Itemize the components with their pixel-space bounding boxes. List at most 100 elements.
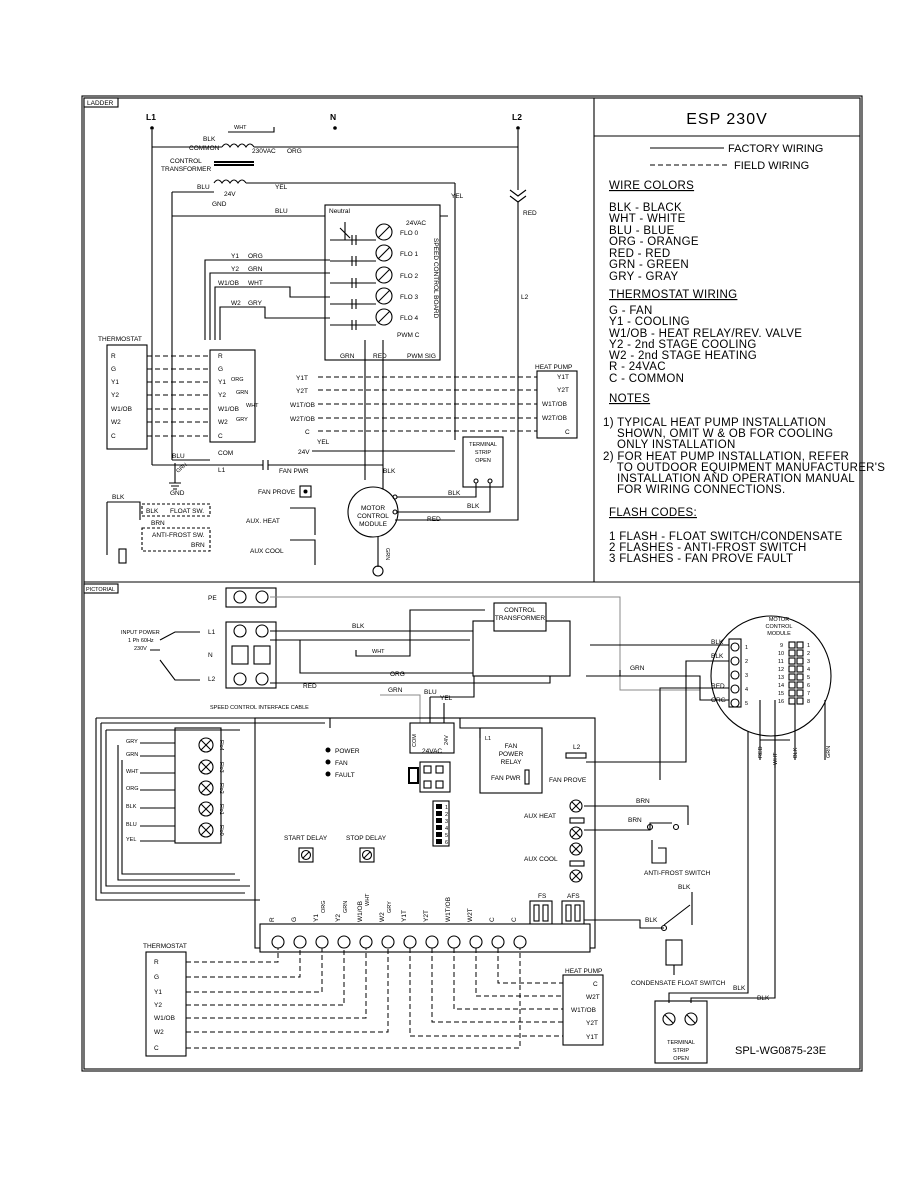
wire-color-item: GRN - GREEN	[609, 259, 689, 271]
af-brn-2: BRN	[628, 817, 642, 824]
pic-flo-block	[174, 727, 222, 844]
lt-c: C	[111, 433, 116, 440]
pic-com: COM	[412, 734, 418, 747]
wht-wire	[228, 127, 275, 133]
pic-condensate: CONDENSATE FLOAT SWITCH	[631, 980, 726, 987]
ladder-aux-cool: AUX COOL	[250, 548, 284, 555]
terminal-strip-wires	[668, 700, 776, 1003]
dip-1: 1	[445, 805, 448, 811]
xfmr-230vac: 230VAC	[252, 148, 276, 155]
xfmr-primary	[221, 143, 255, 148]
ft-yel: YEL	[317, 439, 330, 446]
com-blu: BLU	[172, 453, 185, 460]
note-line: 2) FOR HEAT PUMP INSTALLATION, REFER	[603, 451, 849, 463]
led-power: POWER	[335, 748, 360, 755]
pic-heat-pump-terms: C W2T W1T/OB Y2T Y1T	[571, 981, 600, 1041]
notes-list: 1) TYPICAL HEAT PUMP INSTALLATION SHOWN,…	[603, 417, 885, 496]
pmm-label-2: CONTROL	[766, 624, 793, 630]
pt-y2t: Y2T	[423, 910, 430, 922]
sw-grn: GRN	[343, 901, 349, 913]
sw-wht: WHT	[365, 893, 371, 906]
grn-wire-pic	[380, 694, 421, 723]
pic-thermostat-title: THERMOSTAT	[143, 943, 187, 950]
pic-thermostat-terms: R G Y1 Y2 W1/OB W2 C	[154, 959, 175, 1052]
pmm-label-3: MODULE	[767, 631, 791, 637]
wire-y1-org: ORG	[248, 253, 263, 260]
mw-blk-2: BLK	[711, 653, 724, 660]
xfmr-24v: 24V	[224, 191, 236, 198]
pic-24vac: 24VAC	[422, 748, 442, 755]
ptt-y1: Y1	[154, 989, 162, 996]
hp-w2t: W2T/OB	[542, 415, 567, 422]
motor-red: RED	[427, 516, 441, 523]
field-terminals: Y1T Y2T W1T/OB W2T/OB C 24V	[290, 375, 315, 456]
ladder-anti-frost: ANTI-FROST SW.	[152, 532, 205, 539]
ladder-motor-module	[347, 486, 399, 538]
bt-c: C	[218, 433, 223, 440]
pt-w2t: W2T	[467, 908, 474, 922]
xfmr-blk: BLK	[203, 136, 216, 143]
c14: 14	[778, 683, 784, 689]
strip-wire-colors: ORG GRN WHT GRY	[321, 893, 393, 913]
hp-field-wires	[318, 376, 537, 432]
wire-color-item: WHT - WHITE	[609, 213, 686, 225]
ptt-g: G	[154, 974, 159, 981]
ts-label-3: OPEN	[475, 458, 491, 464]
pt-g: G	[291, 917, 298, 922]
l2-connector	[509, 189, 527, 203]
pic-grn: GRN	[388, 687, 403, 694]
flash-codes-heading: FLASH CODES:	[609, 507, 697, 519]
php-y2t: Y2T	[586, 1020, 598, 1027]
board-pwm-sig: PWM SIG	[407, 353, 436, 360]
motor-ground	[372, 565, 384, 577]
wire-color-item: RED - RED	[609, 248, 670, 260]
xfmr-label-2: TRANSFORMER	[161, 166, 212, 173]
ladder-heat-pump-terms: Y1T Y2T W1T/OB W2T/OB C	[542, 374, 570, 436]
lm-label-3: MODULE	[359, 521, 387, 528]
ft-y2t: Y2T	[296, 388, 308, 395]
pt-c2: C	[511, 917, 518, 922]
fw-grn: GRN	[126, 752, 138, 758]
wire-w1ob-wht: WHT	[248, 280, 263, 287]
mw-red-v: RED	[758, 746, 764, 758]
relay-label-1: FAN	[505, 743, 518, 750]
pin-5: 5	[745, 701, 748, 707]
php-y1t: Y1T	[586, 1034, 598, 1041]
outer-frame	[81, 95, 863, 1072]
pic-24v: 24V	[444, 735, 450, 745]
ptt-c: C	[154, 1045, 159, 1052]
bt-gry: GRY	[236, 417, 248, 423]
flo-inputs: FLO 0 FLO 1 FLO 2 FLO 3 FLO 4	[375, 223, 418, 326]
wire-y2: Y2	[231, 266, 239, 273]
wire-y1: Y1	[231, 253, 239, 260]
motor-harness	[459, 644, 729, 780]
lm-label-1: MOTOR	[361, 505, 385, 512]
input-power-2: 1 Ph 60Hz	[128, 638, 154, 644]
anti-frost-wires	[584, 805, 689, 831]
mw-wht-v: WHT	[773, 752, 779, 765]
led-fan: FAN	[335, 760, 348, 767]
dip-2: 2	[445, 812, 448, 818]
float-sw-blk: BLK	[146, 508, 159, 515]
pic-aux-heat: AUX HEAT	[524, 813, 556, 820]
ladder-heat-pump-title: HEAT PUMP	[535, 364, 572, 371]
input-power-wires	[150, 631, 200, 681]
note-line: TO OUTDOOR EQUIPMENT MANUFACTURER'S	[603, 462, 885, 474]
wire-w2: W2	[231, 300, 241, 307]
ts-label-1: TERMINAL	[469, 442, 497, 448]
lt-r: R	[111, 353, 116, 360]
ft-w1t: W1T/OB	[290, 402, 315, 409]
tstat-wiring-item: Y1 - COOLING	[609, 316, 690, 328]
xfmr-yel: YEL	[275, 184, 288, 191]
pt-y1: Y1	[313, 914, 320, 922]
thermostat-wiring-heading: THERMOSTAT WIRING	[609, 289, 737, 301]
relay-label-3: RELAY	[501, 759, 522, 766]
ladder-thermostat-title: THERMOSTAT	[98, 336, 142, 343]
gnd-grn: GRN	[175, 462, 188, 474]
lt-y2: Y2	[111, 392, 119, 399]
mw-blk-1: BLK	[711, 639, 724, 646]
bt-y2: Y2	[218, 392, 226, 399]
wire-color-item: GRY - GRAY	[609, 271, 678, 283]
ptt-r: R	[154, 959, 159, 966]
pic-fan-prove: FAN PROVE	[549, 777, 587, 784]
